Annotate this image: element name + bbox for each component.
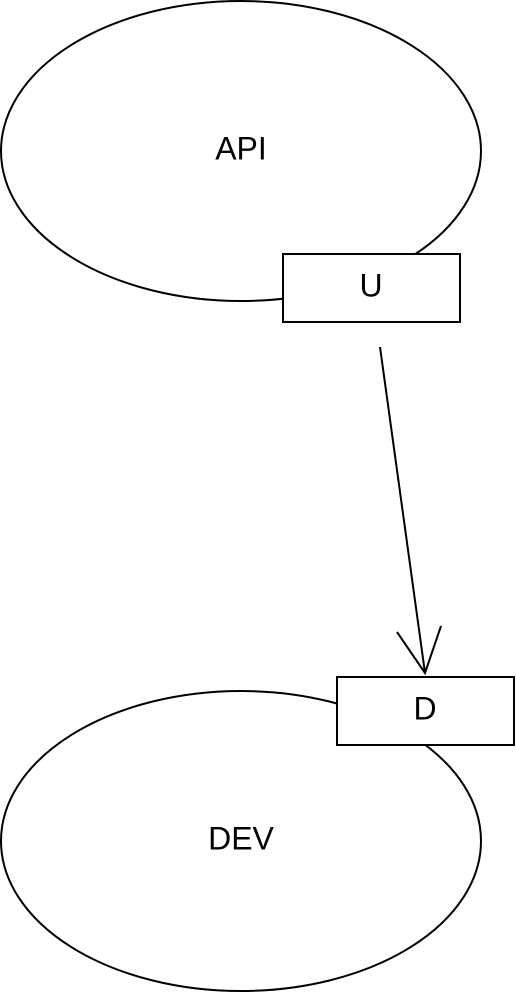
- upstream-downstream-edge[interactable]: [379, 346, 442, 676]
- upstream-port[interactable]: U: [282, 253, 461, 323]
- downstream-port-label: D: [413, 690, 436, 726]
- dev-context-ellipse: [0, 690, 482, 992]
- downstream-port[interactable]: D: [336, 676, 515, 746]
- dev-context-label: DEV: [208, 820, 274, 856]
- dev-context-node[interactable]: DEV: [0, 690, 482, 992]
- upstream-port-box: [282, 253, 461, 323]
- downstream-port-box: [336, 676, 515, 746]
- arrowhead-icon: [396, 625, 442, 676]
- api-context-label: API: [215, 130, 267, 166]
- upstream-port-label: U: [359, 267, 382, 303]
- api-context-ellipse: [0, 0, 482, 302]
- edge-line: [379, 346, 426, 674]
- api-context-node[interactable]: API: [0, 0, 482, 302]
